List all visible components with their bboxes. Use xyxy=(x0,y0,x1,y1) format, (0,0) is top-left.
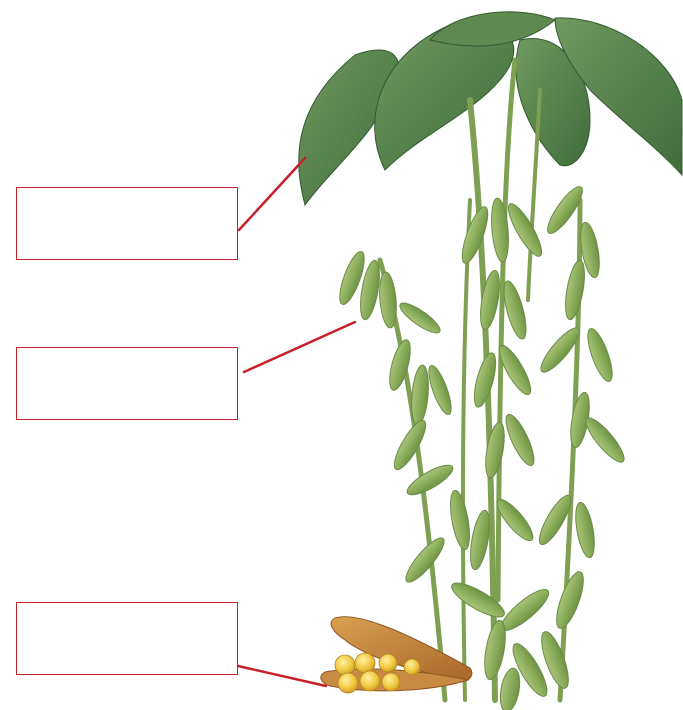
seed xyxy=(382,673,400,691)
plant-leaves xyxy=(299,12,682,205)
seed xyxy=(360,671,380,691)
dry-pod-with-seeds xyxy=(321,617,472,693)
leader-line-leaf xyxy=(239,158,305,230)
leader-line-pods xyxy=(244,322,355,372)
seed xyxy=(379,654,397,672)
label-box-pods[interactable] xyxy=(16,347,238,420)
label-box-seeds[interactable] xyxy=(16,602,238,675)
seed xyxy=(355,653,375,673)
leader-line-seeds xyxy=(238,666,326,686)
seed xyxy=(404,659,420,675)
label-box-leaf[interactable] xyxy=(16,187,238,260)
leader-lines xyxy=(238,158,355,686)
seed xyxy=(338,673,358,693)
seed xyxy=(335,655,355,675)
